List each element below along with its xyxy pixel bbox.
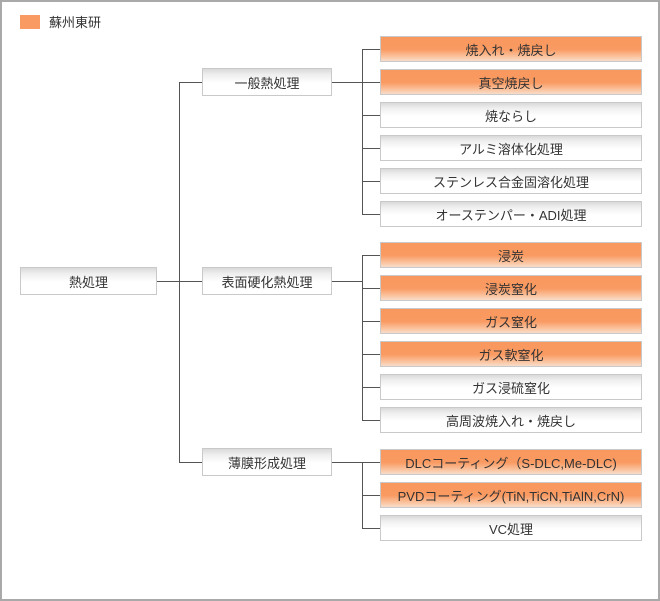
legend-label: 蘇州東研: [49, 15, 102, 30]
connector-line: [362, 115, 380, 116]
connector-line: [362, 288, 380, 289]
connector-line: [362, 148, 380, 149]
connector-line: [362, 255, 380, 256]
leaf-node: PVDコーティング(TiN,TiCN,TiAlN,CrN): [380, 482, 642, 508]
connector-line: [362, 49, 363, 215]
leaf-node: アルミ溶体化処理: [380, 135, 642, 161]
connector-line: [179, 82, 180, 463]
connector-line: [332, 82, 362, 83]
leaf-node: 真空焼戻し: [380, 69, 642, 95]
connector-line: [362, 214, 380, 215]
leaf-node: 焼ならし: [380, 102, 642, 128]
connector-line: [362, 321, 380, 322]
leaf-node: 焼入れ・焼戻し: [380, 36, 642, 62]
connector-line: [362, 462, 380, 463]
connector-line: [362, 387, 380, 388]
leaf-node: オーステンパー・ADI処理: [380, 201, 642, 227]
connector-line: [362, 495, 380, 496]
branch-node: 薄膜形成処理: [202, 448, 332, 476]
connector-line: [362, 420, 380, 421]
branch-node: 表面硬化熱処理: [202, 267, 332, 295]
leaf-node: ガス浸硫窒化: [380, 374, 642, 400]
connector-line: [362, 49, 380, 50]
leaf-node: ガス軟窒化: [380, 341, 642, 367]
connector-line: [362, 528, 380, 529]
connector-line: [179, 82, 202, 83]
branch-node: 一般熱処理: [202, 68, 332, 96]
legend-color-swatch: [20, 14, 40, 29]
connector-line: [362, 354, 380, 355]
leaf-node: VC処理: [380, 515, 642, 541]
connector-line: [157, 281, 202, 282]
leaf-node: 浸炭: [380, 242, 642, 268]
legend: 蘇州東研: [20, 12, 101, 31]
connector-line: [362, 82, 380, 83]
connector-line: [362, 255, 363, 421]
leaf-node: 浸炭窒化: [380, 275, 642, 301]
leaf-node: DLCコーティング（S-DLC,Me-DLC): [380, 449, 642, 475]
connector-line: [179, 462, 202, 463]
leaf-node: 高周波焼入れ・焼戻し: [380, 407, 642, 433]
connector-line: [362, 181, 380, 182]
root-node: 熱処理: [20, 267, 157, 295]
connector-line: [332, 281, 362, 282]
leaf-node: ガス窒化: [380, 308, 642, 334]
connector-line: [332, 462, 362, 463]
leaf-node: ステンレス合金固溶化処理: [380, 168, 642, 194]
